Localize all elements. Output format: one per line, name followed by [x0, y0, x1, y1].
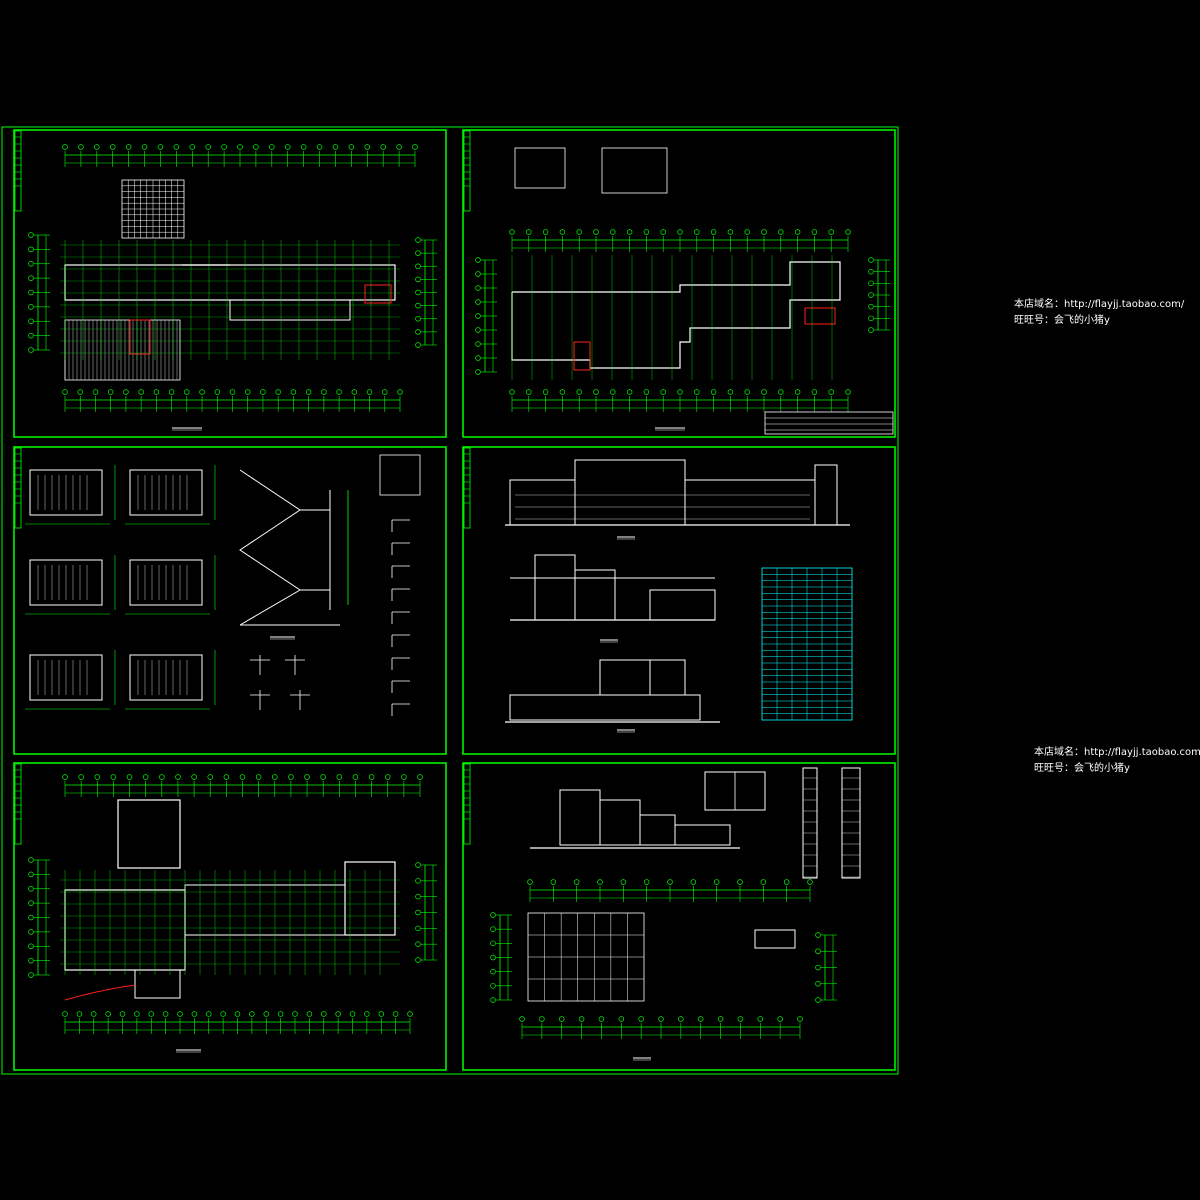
sheet-floor-plan-2 — [462, 129, 896, 438]
sheet-elevations — [462, 446, 896, 755]
shop-domain-text: 本店域名：http://flayjj.taobao.com/ — [1034, 747, 1200, 758]
sheet-stair-details — [13, 446, 447, 755]
shop-domain-text: 本店域名：http://flayjj.taobao.com/ — [1014, 299, 1185, 310]
sheet-elevation-roof-plan — [462, 762, 896, 1071]
sheet-floor-plan-3 — [13, 762, 447, 1071]
shop-watermark-2: 本店域名：http://flayjj.taobao.com/ 旺旺号：会飞的小猪… — [1034, 745, 1200, 777]
wangwang-id-text: 旺旺号：会飞的小猪y — [1014, 315, 1110, 326]
outer-sheet-frame — [1, 126, 899, 1075]
sheet-floor-plan-1 — [13, 129, 447, 438]
wangwang-id-text: 旺旺号：会飞的小猪y — [1034, 763, 1130, 774]
shop-watermark-1: 本店域名：http://flayjj.taobao.com/ 旺旺号：会飞的小猪… — [1014, 297, 1184, 329]
